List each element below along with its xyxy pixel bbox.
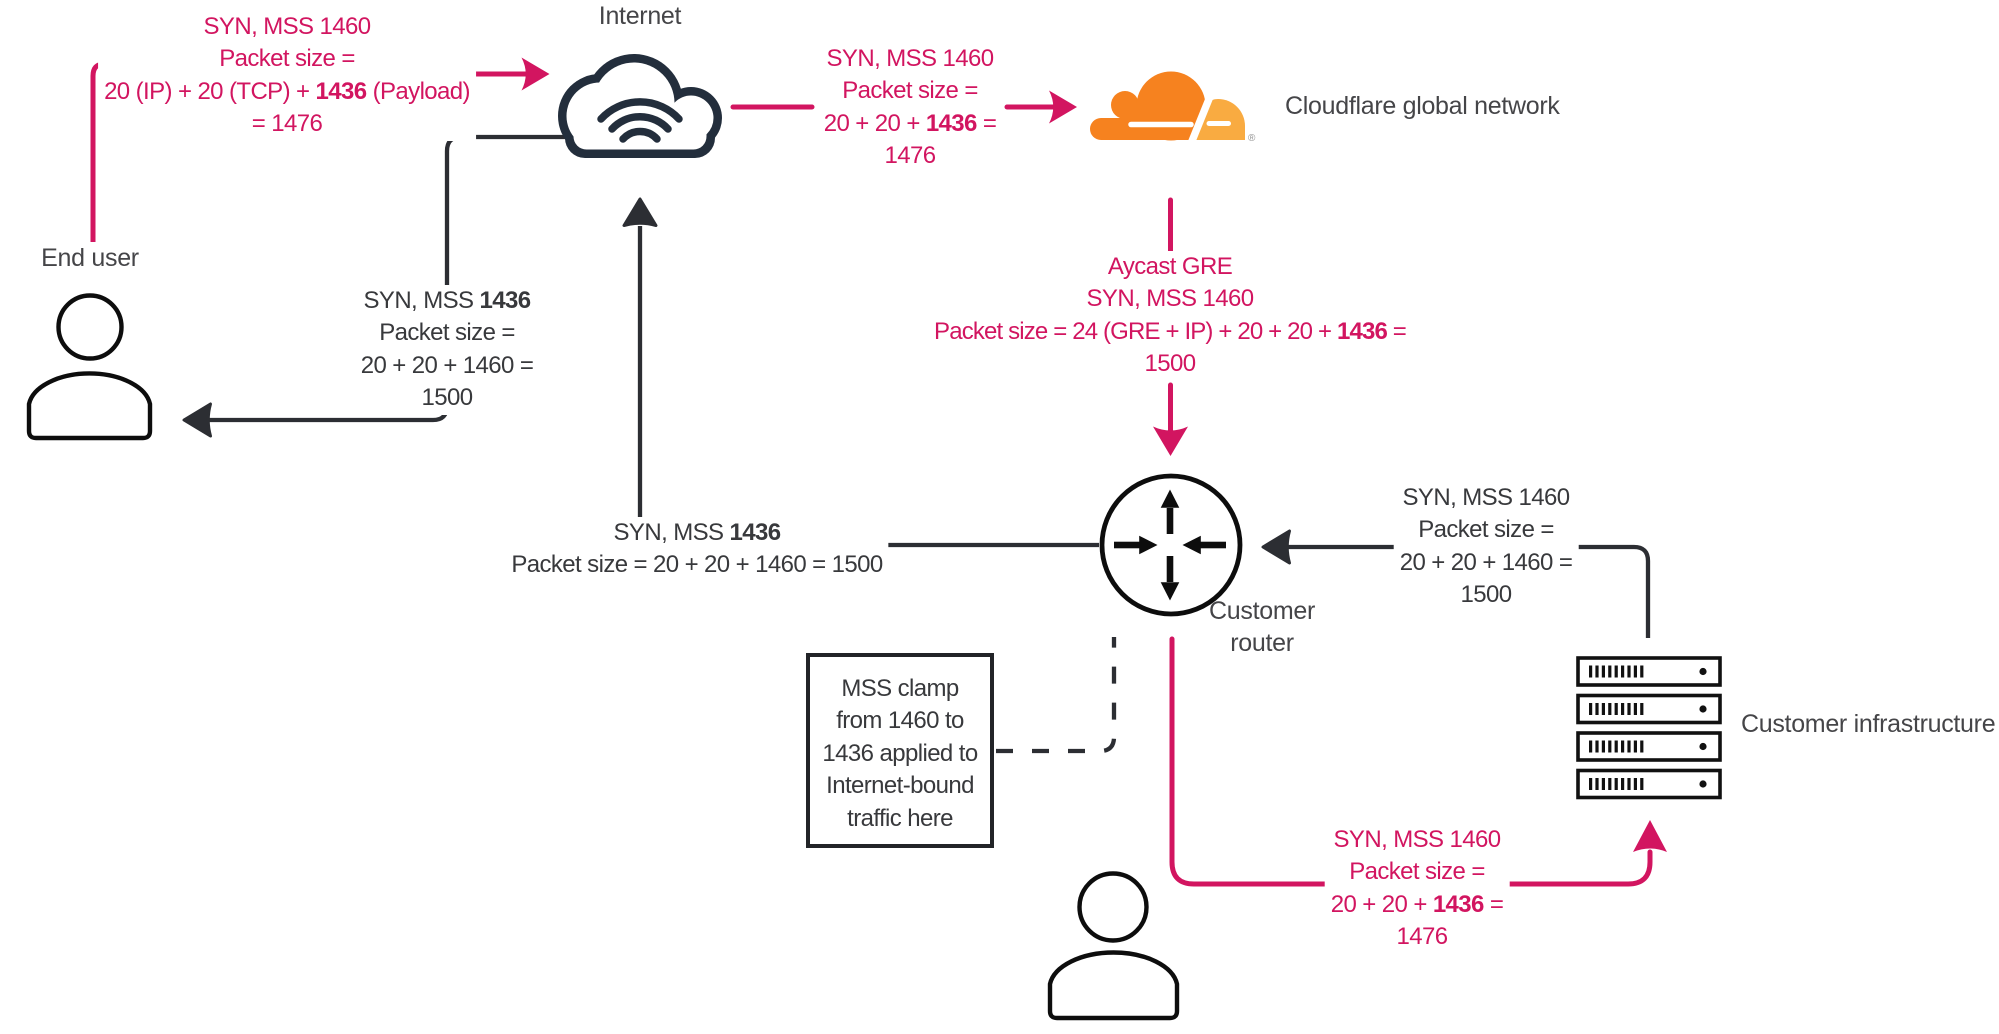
svg-text:®: ®: [1248, 133, 1256, 144]
